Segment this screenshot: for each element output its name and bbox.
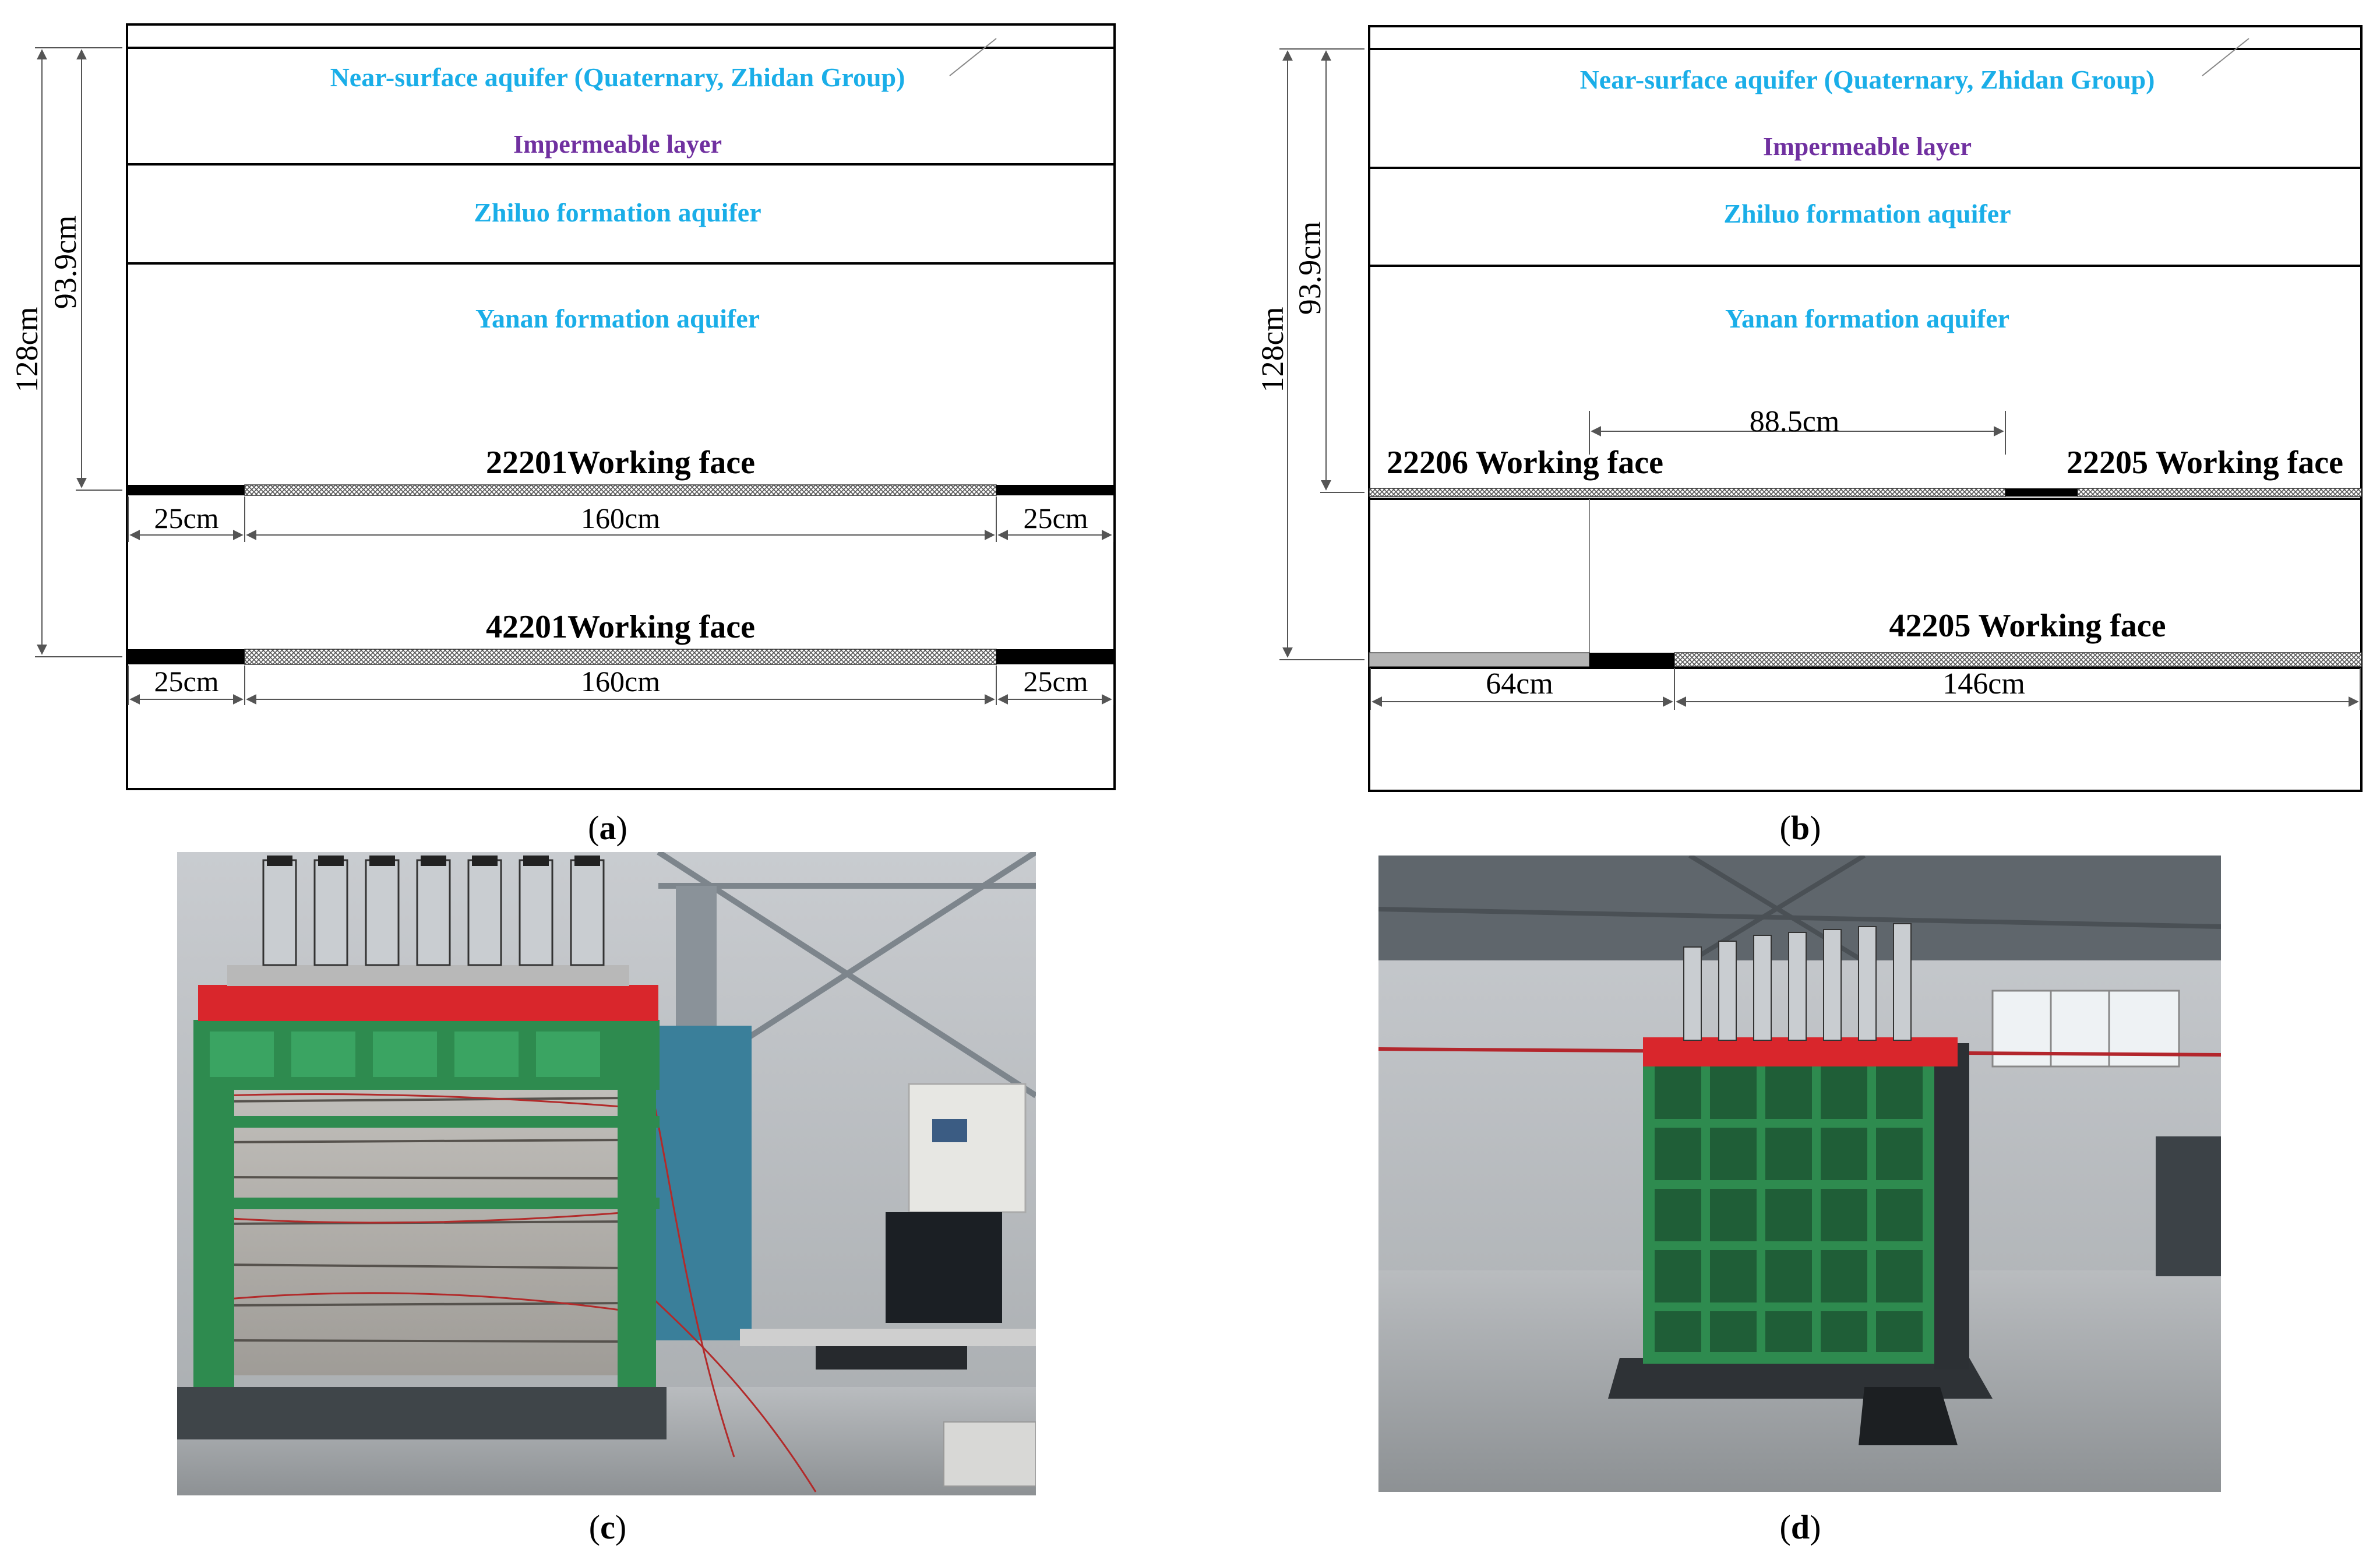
panel-c-caption: (c)	[589, 1508, 626, 1546]
panel-a-leader-line	[949, 38, 997, 76]
panel-a-lower-dim-right: 25cm	[1023, 665, 1088, 698]
panel-b-zhiluo-label: Zhiluo formation aquifer	[1723, 199, 2011, 228]
panel-b-near-surface-label: Near-surface aquifer (Quaternary, Zhidan…	[1580, 65, 2155, 94]
panel-a-frame	[126, 23, 1116, 790]
panel-c-load-plate	[227, 965, 629, 986]
panel-a-height-total: 128cm	[9, 307, 44, 393]
panel-d-side-plate	[1934, 1043, 1969, 1370]
panel-a-lower-dim-center: 160cm	[581, 665, 660, 698]
panel-b-spacing: 88.5cm	[1750, 405, 1840, 438]
panel-c-green-rail-1	[193, 1116, 660, 1128]
panel-b-yanan-label: Yanan formation aquifer	[1725, 304, 2009, 333]
panel-c-photo	[177, 852, 1036, 1495]
panel-b-frame	[1368, 25, 2363, 792]
panel-b-diagram: Near-surface aquifer (Quaternary, Zhidan…	[1255, 25, 2363, 792]
panel-c-keyboard	[816, 1346, 967, 1370]
panel-b-lower-dim-left: 64cm	[1486, 667, 1553, 700]
panel-b-leader-line	[2202, 38, 2249, 76]
panel-b-caption: (b)	[1780, 809, 1821, 847]
panel-b-height-total: 128cm	[1255, 307, 1290, 393]
panel-b-upper-goaf-left	[1369, 488, 2006, 497]
panel-a-caption: (a)	[588, 809, 627, 847]
panel-c-acquisition-unit	[943, 1421, 1036, 1487]
panel-a-lower-pillar-left	[127, 649, 245, 664]
panel-c-red-load-beam	[198, 985, 658, 1021]
panel-b-lower-pillar	[1589, 653, 1674, 667]
panel-c-strata-lines	[221, 1097, 630, 1343]
panel-d-support-foot	[1859, 1387, 1958, 1445]
panel-b-lower-goaf	[1674, 652, 2362, 667]
panel-a-impermeable-label: Impermeable layer	[513, 130, 722, 159]
panel-b-face-left-label: 22206 Working face	[1387, 445, 1663, 481]
panel-a-upper-dim-left: 25cm	[154, 502, 218, 534]
panel-b-lower-unmined	[1369, 652, 1590, 667]
panel-a-upper-pillar-left	[127, 485, 245, 495]
panel-a-height-upper: 93.9cm	[48, 216, 83, 309]
panel-a-yanan-label: Yanan formation aquifer	[475, 304, 760, 333]
panel-d-frame-cells	[1655, 1066, 1923, 1352]
panel-a-upper-goaf	[244, 484, 997, 496]
panel-a-lower-goaf	[244, 649, 997, 665]
panel-c-green-rail-2	[193, 1198, 660, 1209]
panel-a-upper-face-label: 22201Working face	[486, 445, 755, 481]
panel-a-upper-dim-center: 160cm	[581, 502, 660, 534]
panel-d-control-cabinet	[2156, 1136, 2221, 1276]
panel-b-lower-face-label: 42205 Working face	[1889, 608, 2166, 644]
panel-c-steel-base	[177, 1387, 667, 1439]
panel-c-green-right-post	[618, 1084, 656, 1387]
panel-c-cabinet-screen	[932, 1119, 967, 1142]
panel-a-upper-dim-right: 25cm	[1023, 502, 1088, 534]
panel-b-height-upper: 93.9cm	[1292, 221, 1327, 315]
panel-d-hydraulic-jacks	[1683, 923, 1912, 1041]
panel-b-upper-pillar	[2005, 488, 2078, 497]
panel-a-lower-dim-left: 25cm	[154, 665, 218, 698]
panel-d-red-load-beam	[1643, 1037, 1958, 1066]
panel-a-zhiluo-label: Zhiluo formation aquifer	[474, 198, 761, 227]
panel-c-green-cells	[210, 1032, 600, 1077]
panel-c-green-left-post	[193, 1084, 234, 1387]
panel-b-face-right-label: 22205 Working face	[2067, 445, 2343, 481]
panel-b-impermeable-label: Impermeable layer	[1763, 132, 1972, 161]
panel-c-cabinet	[908, 1083, 1027, 1213]
panel-a-lower-pillar-right	[996, 649, 1115, 664]
panel-d-caption: (d)	[1780, 1508, 1821, 1546]
panel-c-desk	[740, 1329, 1036, 1346]
panel-b-upper-goaf-right	[2077, 488, 2362, 497]
panel-c-hydraulic-jacks	[262, 856, 605, 966]
panel-b-lower-dim-right: 146cm	[1942, 667, 2025, 700]
panel-a-diagram: Near-surface aquifer (Quaternary, Zhidan…	[9, 23, 1116, 790]
panel-a-near-surface-label: Near-surface aquifer (Quaternary, Zhidan…	[330, 62, 905, 92]
panel-c-monitor	[886, 1212, 1002, 1323]
panel-a-lower-face-label: 42201Working face	[486, 609, 755, 645]
panel-d-photo	[1378, 856, 2221, 1492]
panel-a-upper-pillar-right	[996, 485, 1115, 495]
